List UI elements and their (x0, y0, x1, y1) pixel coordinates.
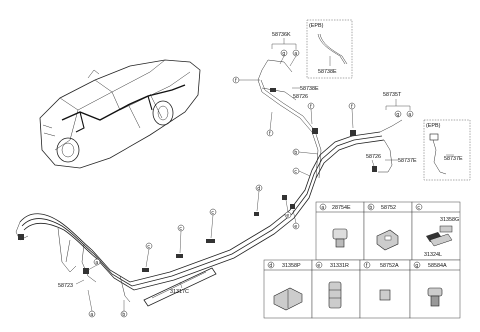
part-58735T: 58735T (383, 92, 402, 98)
svg-text:a: a (95, 260, 98, 266)
part-31317C: 31317C (170, 289, 189, 295)
svg-text:a: a (408, 112, 411, 118)
clip-c (176, 254, 183, 258)
epb-label-right: (EPB) (426, 123, 441, 129)
svg-text:b: b (122, 312, 125, 318)
legend-part-f: 58752A (380, 263, 399, 269)
svg-text:a: a (90, 312, 93, 318)
legend-part-g: 58584A (428, 263, 447, 269)
main-callouts: b c d e e c c c a a b 58723 31317C (58, 148, 319, 318)
clip-d (254, 212, 259, 216)
double-clip-icon (273, 287, 303, 311)
legend-part-c2: 31324L (424, 252, 442, 258)
legend-part-c: 31358G (440, 217, 459, 223)
part-58737E-b: 58737E (444, 156, 463, 162)
part-58738E: 58738E (318, 69, 337, 75)
legend-cell-e (311, 259, 361, 319)
svg-text:c: c (179, 226, 182, 232)
top-hose-group: 58736K g a (EPB) 58738E 58738E 58726 f f… (232, 19, 356, 137)
epb-box-left (306, 19, 353, 79)
clamp-icon (376, 229, 399, 251)
clip-icon (426, 225, 453, 247)
clip-c (206, 239, 215, 243)
grommet (312, 128, 318, 134)
legend-cell-a (315, 201, 365, 261)
legend-cell-f (359, 259, 411, 319)
fitting (270, 88, 276, 92)
svg-text:f: f (310, 104, 312, 110)
svg-text:f: f (235, 78, 237, 84)
fitting (83, 268, 89, 274)
svg-text:c: c (147, 244, 150, 250)
svg-text:e: e (286, 213, 289, 219)
svg-text:g: g (282, 51, 285, 57)
part-58726-top: 58726 (293, 94, 308, 100)
fitting (372, 166, 377, 172)
stacked-clip-icon (328, 281, 342, 309)
epb-box-right (423, 119, 471, 181)
svg-text:e: e (294, 224, 297, 230)
svg-text:d: d (269, 263, 272, 269)
svg-text:f: f (351, 104, 353, 110)
legend-part-d: 31358P (282, 263, 301, 269)
epb-label-left: (EPB) (309, 23, 324, 29)
fitting (18, 234, 24, 240)
svg-text:d: d (257, 186, 260, 192)
part-58737E: 58737E (398, 158, 417, 164)
clips (18, 88, 377, 274)
clip-e (282, 195, 287, 200)
svg-text:f: f (269, 131, 271, 137)
legend-part-e: 31331R (330, 263, 349, 269)
parts-legend: a 28754E b 58752 c 31358G 31324L d 31358… (263, 201, 461, 319)
svg-text:b: b (294, 150, 297, 156)
grommet-icon (332, 228, 348, 248)
small-clip-icon (379, 289, 391, 301)
grommet (350, 130, 356, 136)
svg-text:c: c (294, 169, 297, 175)
svg-text:b: b (369, 205, 372, 211)
svg-text:e: e (317, 263, 320, 269)
svg-text:g: g (396, 112, 399, 118)
part-58723: 58723 (58, 283, 73, 289)
svg-text:a: a (321, 205, 324, 211)
legend-part-a: 28754E (332, 205, 351, 211)
svg-text:a: a (294, 51, 297, 57)
clip-e (290, 204, 295, 209)
clip-c (142, 268, 149, 272)
svg-text:c: c (417, 205, 420, 211)
svg-text:g: g (415, 263, 418, 269)
legend-part-b: 58752 (381, 205, 396, 211)
part-58726-mid: 58726 (366, 154, 381, 160)
plug-icon (427, 287, 443, 307)
svg-text:f: f (366, 263, 368, 269)
vehicle-illustration (39, 59, 201, 169)
svg-text:c: c (211, 210, 214, 216)
part-58736K: 58736K (272, 32, 291, 38)
right-hose-group: 58735T g a (EPB) 58737E 58737E 58726 (366, 92, 471, 181)
part-58738E-b: 58738E (300, 86, 319, 92)
